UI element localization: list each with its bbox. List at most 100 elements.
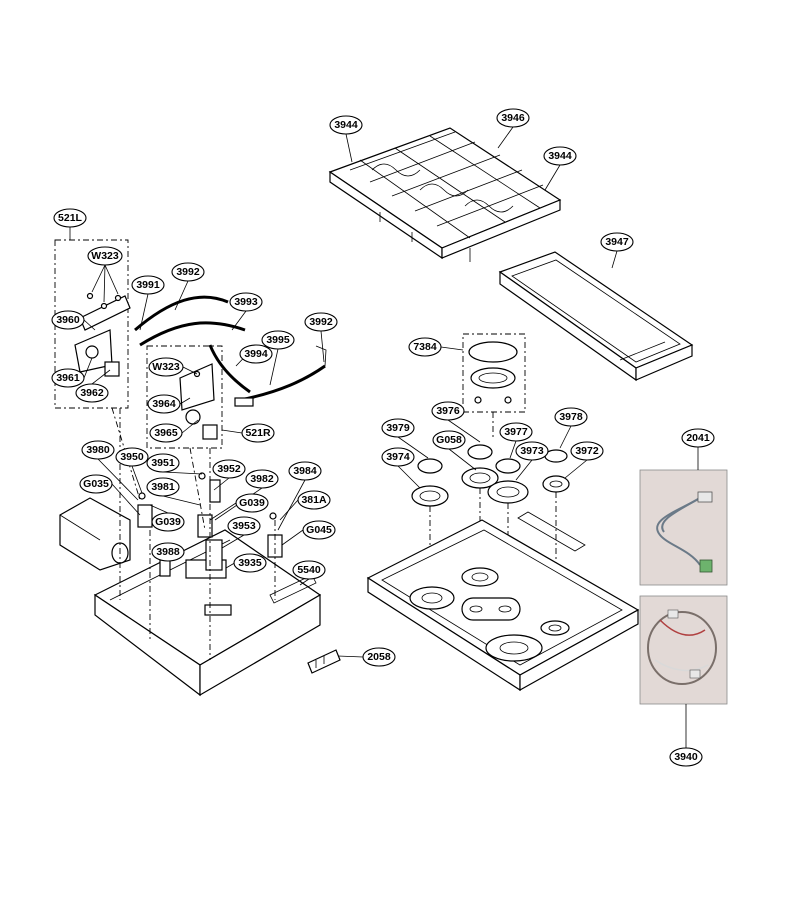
leader-line xyxy=(279,499,299,521)
callout-label: 5540 xyxy=(297,564,321,576)
callout-3944-right: 3944 xyxy=(543,146,577,166)
callout-3953: 3953 xyxy=(227,516,261,536)
leader-line xyxy=(320,330,325,363)
callout-label: G045 xyxy=(306,524,332,536)
callout-g035: G035 xyxy=(79,474,113,494)
leader-line xyxy=(497,126,514,149)
callout-3947: 3947 xyxy=(600,232,634,252)
callout-521l: 521L xyxy=(53,208,87,228)
callout-label: 3973 xyxy=(520,445,544,457)
callout-3980: 3980 xyxy=(81,440,115,460)
callout-label: G058 xyxy=(436,434,462,446)
callout-label: W323 xyxy=(152,361,180,373)
leader-line xyxy=(139,293,149,331)
callout-3991: 3991 xyxy=(131,275,165,295)
leader-line xyxy=(559,425,572,449)
callout-7384: 7384 xyxy=(408,337,442,357)
callout-label: 3979 xyxy=(386,422,410,434)
callout-label: 3993 xyxy=(234,296,258,308)
callout-2041: 2041 xyxy=(681,428,715,448)
leader-line xyxy=(269,348,279,386)
callout-3964: 3964 xyxy=(147,394,181,414)
leader-line xyxy=(221,429,243,434)
callout-3995: 3995 xyxy=(261,330,295,350)
callout-3940: 3940 xyxy=(669,747,703,767)
leader-line xyxy=(397,436,429,459)
callout-label: 3961 xyxy=(56,372,80,384)
leader-line xyxy=(181,419,199,434)
leader-line xyxy=(299,578,310,586)
leader-line xyxy=(221,534,245,549)
callout-label: 3976 xyxy=(436,405,460,417)
callout-3994: 3994 xyxy=(239,344,273,364)
callout-label: 521R xyxy=(245,427,271,439)
callout-3951: 3951 xyxy=(146,453,180,473)
callout-3952: 3952 xyxy=(212,459,246,479)
callout-521r: 521R xyxy=(241,423,275,443)
leader-line xyxy=(179,397,191,405)
callout-3978: 3978 xyxy=(554,407,588,427)
callout-label: 3950 xyxy=(120,451,144,463)
callout-3992-right: 3992 xyxy=(304,312,338,332)
callout-leaders xyxy=(69,126,699,748)
callout-label: 3965 xyxy=(154,427,178,439)
leader-line xyxy=(131,465,143,494)
callout-g058: G058 xyxy=(432,430,466,450)
callout-g039-left: G039 xyxy=(151,512,185,532)
callout-label: 3992 xyxy=(176,266,200,278)
callout-3977: 3977 xyxy=(499,422,533,442)
leader-line xyxy=(509,440,517,459)
callout-label: 3981 xyxy=(151,481,175,493)
leader-line xyxy=(564,459,588,479)
callout-label: 3978 xyxy=(559,411,583,423)
leader-line xyxy=(111,483,141,516)
leader-line xyxy=(440,346,464,351)
callout-3950: 3950 xyxy=(115,447,149,467)
burner-heads xyxy=(411,467,570,507)
wiring-photo-3940 xyxy=(639,595,728,705)
gas-tubes xyxy=(134,295,327,407)
callout-label: 3951 xyxy=(151,457,175,469)
callout-label: 3952 xyxy=(217,463,241,475)
leader-line xyxy=(162,471,203,475)
callout-3965: 3965 xyxy=(149,423,183,443)
callout-label: 3972 xyxy=(575,445,599,457)
leader-line xyxy=(231,310,247,331)
leader-line xyxy=(174,280,189,311)
callout-label: 3940 xyxy=(674,751,698,763)
callout-label: 3964 xyxy=(152,398,176,410)
callout-label: 3991 xyxy=(136,279,160,291)
callout-label: 3988 xyxy=(156,546,180,558)
ignition-switch-2058 xyxy=(307,649,341,674)
leader-line xyxy=(448,448,477,471)
burner-caps xyxy=(417,444,568,474)
leader-line xyxy=(103,264,106,303)
callout-label: 3980 xyxy=(86,444,110,456)
callout-3946: 3946 xyxy=(496,108,530,128)
callout-3981: 3981 xyxy=(146,477,180,497)
callout-label: 3995 xyxy=(266,334,290,346)
callout-label: 3944 xyxy=(334,119,358,131)
callout-3960: 3960 xyxy=(51,310,85,330)
leader-line xyxy=(213,477,230,491)
leader-line xyxy=(91,369,111,385)
leader-line xyxy=(611,250,618,269)
leader-line xyxy=(447,419,481,443)
valve-assembly-521L xyxy=(54,239,131,409)
callout-label: 381A xyxy=(301,494,327,506)
leader-line xyxy=(162,495,201,506)
callout-2058: 2058 xyxy=(362,647,396,667)
leader-line xyxy=(91,264,106,293)
callout-3976: 3976 xyxy=(431,401,465,421)
callout-label: G039 xyxy=(155,516,181,528)
leader-line xyxy=(277,479,306,531)
callout-3992-top: 3992 xyxy=(171,262,205,282)
callout-3935: 3935 xyxy=(233,553,267,573)
leader-line xyxy=(104,264,119,295)
callout-label: 7384 xyxy=(413,341,437,353)
callout-label: 2058 xyxy=(367,651,391,663)
valve-manifold-body xyxy=(59,472,322,697)
callout-3961: 3961 xyxy=(51,368,85,388)
callout-381a: 381A xyxy=(297,490,331,510)
